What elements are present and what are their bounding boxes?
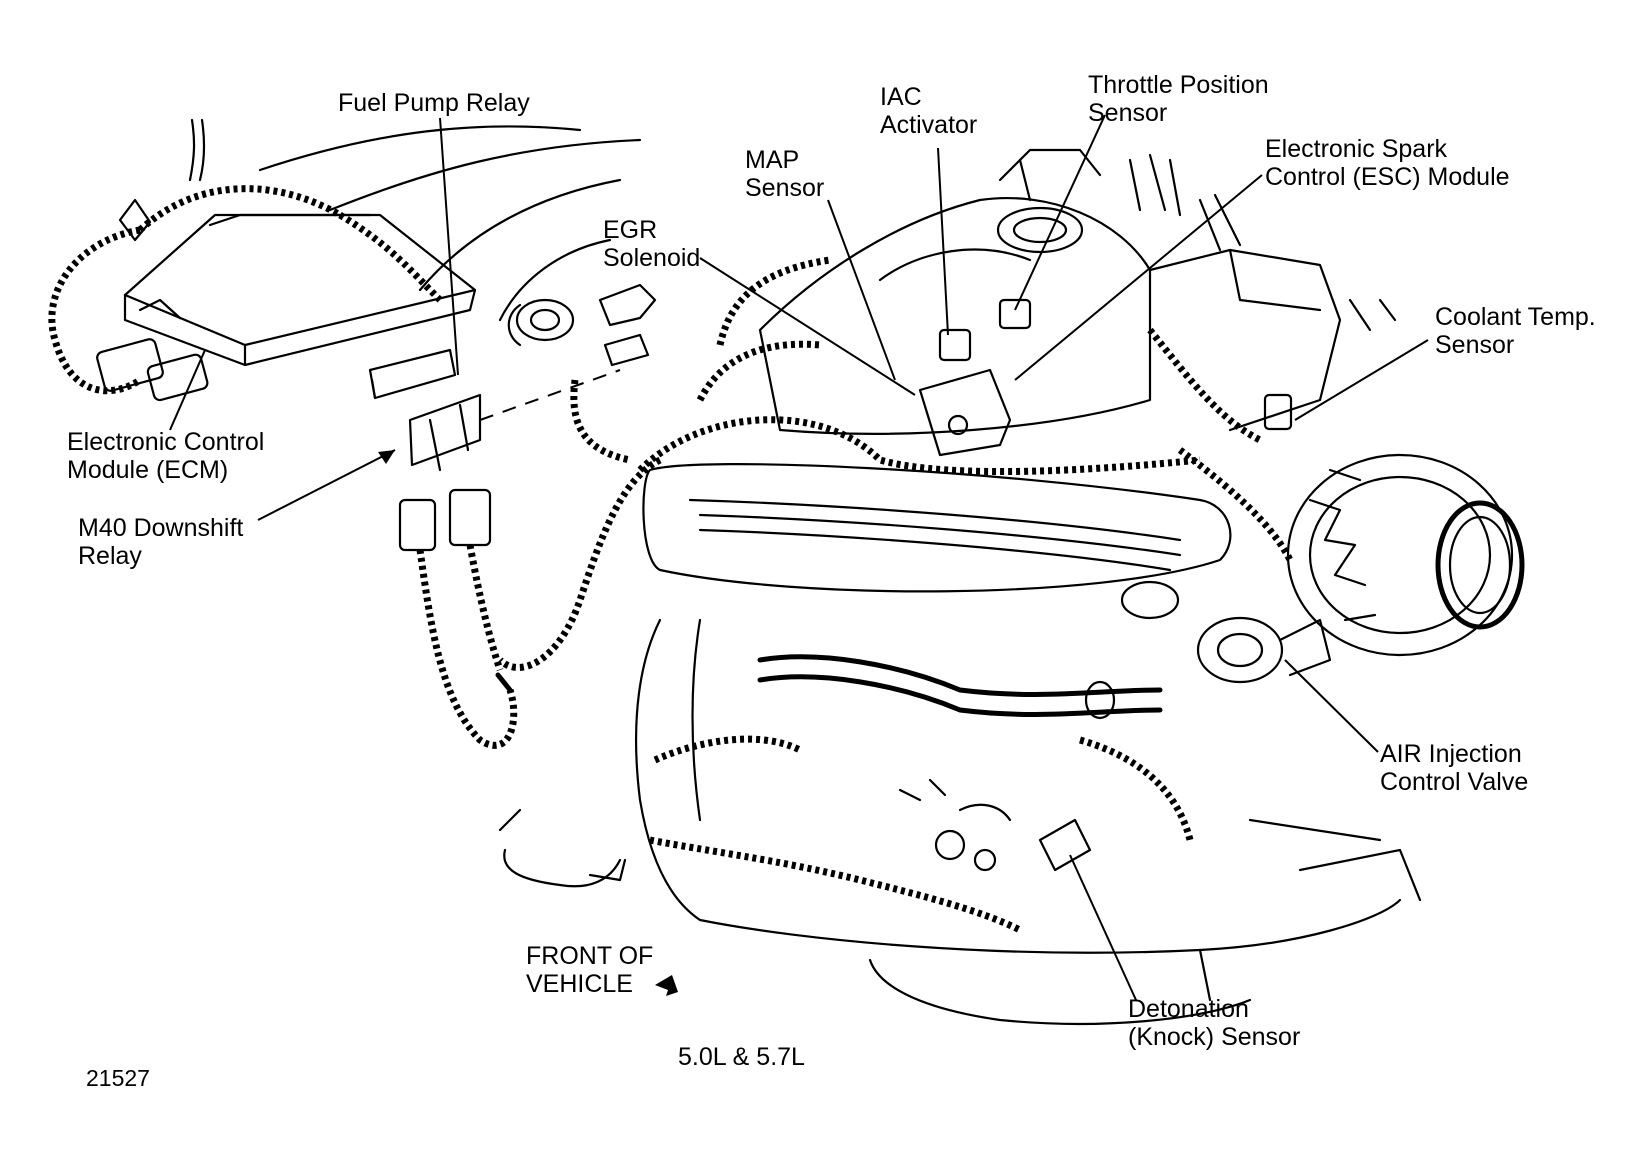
egr-solenoid-label: EGR Solenoid — [603, 216, 701, 272]
coolant-temp-sensor-label: Coolant Temp. Sensor — [1435, 303, 1596, 359]
engine-caption: 5.0L & 5.7L — [678, 1043, 805, 1071]
esc-module-label: Electronic Spark Control (ESC) Module — [1265, 135, 1510, 191]
throttle-position-sensor-label: Throttle Position Sensor — [1088, 71, 1269, 127]
knock-sensor-label: Detonation (Knock) Sensor — [1128, 995, 1301, 1051]
map-sensor-label: MAP Sensor — [745, 146, 825, 202]
m40-downshift-relay-label: M40 Downshift Relay — [78, 514, 244, 570]
lower-engine-illustration — [498, 618, 1422, 1026]
fuel-pump-relay-label: Fuel Pump Relay — [338, 89, 530, 117]
relay-bracket-illustration — [368, 348, 518, 749]
air-injection-control-valve-label: AIR Injection Control Valve — [1380, 740, 1529, 796]
ecm-module-illustration — [48, 118, 642, 402]
iac-activator-label: IAC Activator — [880, 83, 978, 139]
alternator-illustration — [1196, 453, 1525, 684]
front-of-vehicle-label: FRONT OF VEHICLE — [526, 942, 654, 998]
leader-lines — [169, 114, 1429, 1001]
ecm-label: Electronic Control Module (ECM) — [67, 428, 265, 484]
egr-solenoid-illustration — [507, 283, 657, 464]
engine-block-illustration — [497, 148, 1397, 671]
front-direction-arrow — [655, 975, 678, 996]
figure-number: 21527 — [86, 1065, 150, 1091]
